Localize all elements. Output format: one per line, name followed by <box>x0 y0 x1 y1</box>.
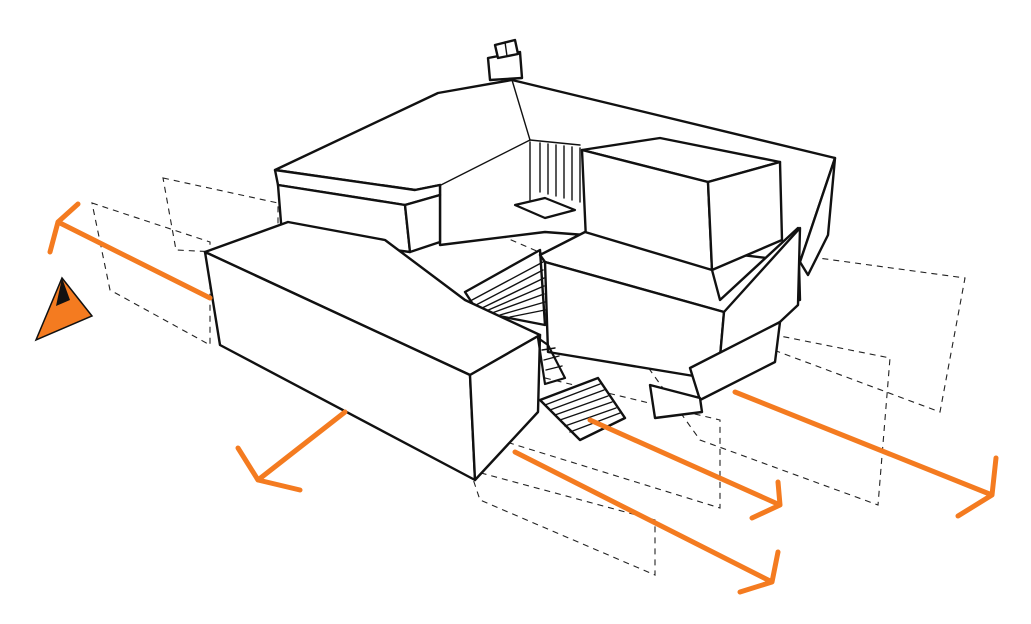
arrow-east <box>732 389 999 519</box>
front-long-block <box>203 220 542 482</box>
section-plane-6 <box>469 469 656 576</box>
back-wing-side <box>798 156 837 277</box>
arrow-west <box>47 201 213 301</box>
north-arrow-icon <box>34 276 94 342</box>
arrow-southeast-2 <box>587 417 783 521</box>
right-low-block <box>688 320 782 402</box>
arrow-south <box>235 409 348 493</box>
courtyard-colonnade <box>513 141 581 220</box>
left-upper-side <box>403 193 442 254</box>
arrow-southeast-1 <box>512 449 781 595</box>
front-long-side <box>468 333 542 482</box>
right-tall-side <box>706 160 784 272</box>
chimney <box>486 38 524 82</box>
right-base <box>648 383 704 420</box>
section-plane-5 <box>469 359 721 509</box>
circulation-arrows <box>47 201 999 595</box>
section-plane-1 <box>91 202 211 346</box>
section-plane-4 <box>598 299 891 506</box>
right-mid-block <box>538 226 802 420</box>
